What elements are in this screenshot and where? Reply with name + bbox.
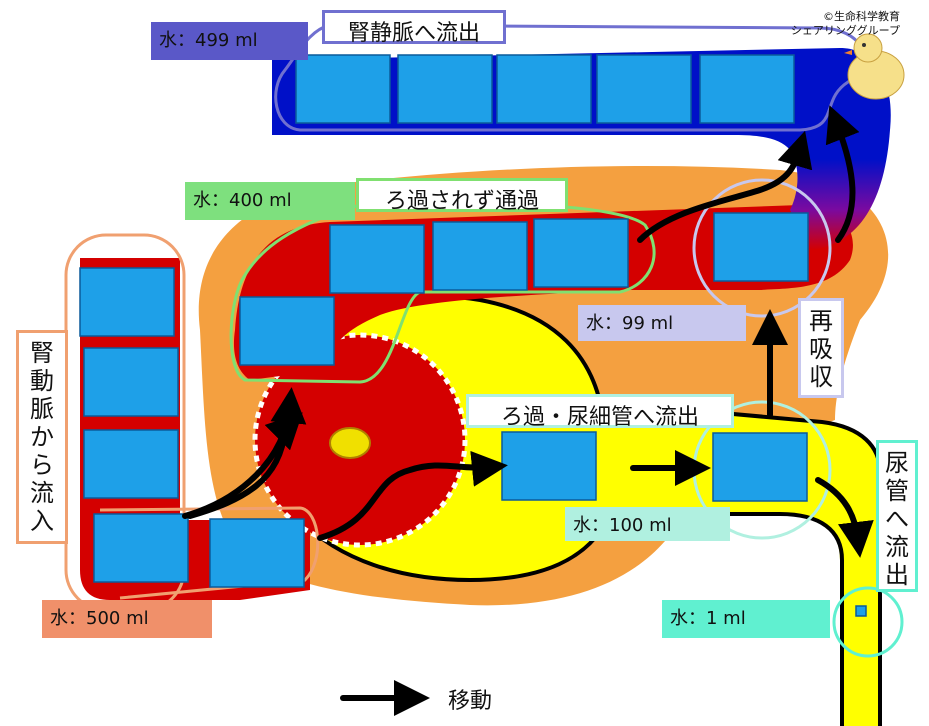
inflow-char: 流	[30, 479, 54, 507]
inflow-char: 脈	[30, 395, 54, 423]
water-block	[329, 224, 425, 294]
water-label-urine: 水：1 ml	[662, 600, 830, 638]
title-inflow: 腎 動 脈 か ら 流 入	[16, 330, 68, 544]
arrow-reabsorb-to-vein	[825, 105, 860, 243]
inflow-char: 腎	[30, 339, 54, 367]
chick-mascot-icon	[844, 33, 905, 100]
arrow-inflow-to-filtrate	[317, 450, 508, 541]
water-block	[596, 54, 692, 124]
inflow-char: 動	[30, 367, 54, 395]
urine-char: 流	[885, 533, 909, 561]
reabsorb-char: 吸	[809, 335, 833, 363]
inflow-char: 入	[30, 507, 54, 535]
copyright: ©生命科学教育 シェアリンググループ	[700, 10, 900, 38]
water-label-reabsorb: 水：99 ml	[578, 305, 746, 341]
water-block	[83, 347, 179, 417]
water-label-vein: 水：499 ml	[151, 22, 308, 60]
water-block	[699, 54, 795, 124]
bypass-outline	[229, 201, 656, 384]
water-block	[397, 54, 493, 124]
inflow-char: ら	[30, 451, 54, 479]
water-blocks	[79, 54, 867, 617]
water-block	[295, 54, 391, 124]
copyright-line2: シェアリンググループ	[790, 24, 900, 37]
water-block-small	[855, 605, 867, 617]
glomerulus-core	[329, 427, 371, 459]
water-block	[93, 513, 189, 583]
copyright-line1: ©生命科学教育	[823, 10, 900, 23]
water-block	[209, 518, 305, 588]
water-block	[501, 431, 597, 501]
urine-char: へ	[885, 505, 909, 533]
water-block	[496, 54, 592, 124]
legend-label: 移動	[448, 689, 493, 714]
flow-arrows	[182, 105, 874, 716]
urine-char: 尿	[885, 449, 909, 477]
water-block	[239, 296, 335, 366]
reabsorb-char: 収	[809, 363, 833, 391]
water-block	[432, 221, 528, 291]
title-urine: 尿 管 へ 流 出	[876, 440, 918, 592]
arrow-efferent-to-bypass-up	[182, 387, 307, 519]
water-block	[712, 432, 808, 502]
reabsorb-char: 再	[809, 307, 833, 335]
urine-outline	[832, 586, 904, 658]
title-filtration: ろ過・尿細管へ流出	[466, 394, 734, 430]
water-block	[713, 212, 809, 282]
title-bypass: ろ過されず通過	[356, 178, 568, 214]
urine-char: 出	[885, 561, 909, 589]
arrow-to-urine	[815, 477, 874, 558]
urine-char: 管	[885, 477, 909, 505]
water-label-filtrate: 水：100 ml	[565, 507, 730, 541]
water-block	[79, 267, 175, 337]
water-label-inflow: 水：500 ml	[42, 600, 212, 638]
arrow-bypass-to-vein	[637, 130, 813, 243]
title-vein-outflow: 腎静脈へ流出	[322, 10, 506, 46]
inflow-char: か	[30, 423, 54, 451]
water-label-bypass: 水：400 ml	[185, 182, 355, 220]
title-reabsorption: 再 吸 収	[798, 298, 844, 398]
water-block	[533, 218, 629, 288]
water-block	[83, 429, 179, 499]
